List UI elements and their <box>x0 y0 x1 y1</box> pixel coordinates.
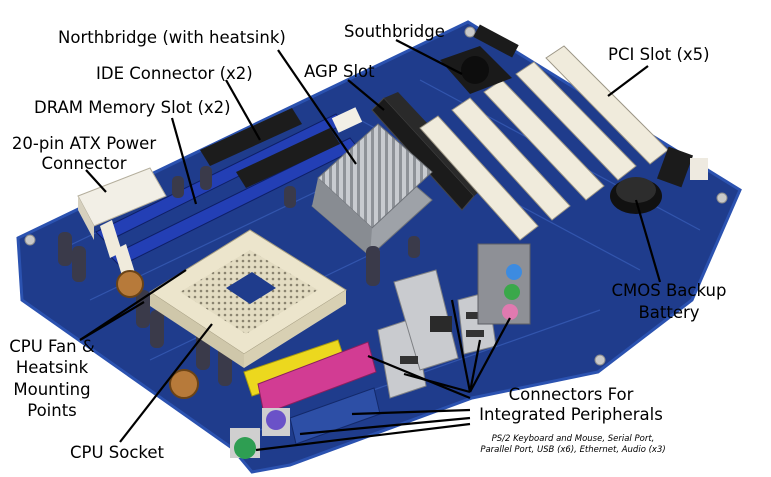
label-pci-slot: PCI Slot (x5) <box>608 45 710 64</box>
label-northbridge: Northbridge (with heatsink) <box>58 28 286 47</box>
leader-dram <box>170 117 198 205</box>
parallel-port <box>257 341 377 415</box>
leader-cpu-socket <box>119 323 213 443</box>
dram-slots <box>95 113 359 282</box>
leader-conn-7 <box>299 416 471 436</box>
leader-atx <box>85 169 107 193</box>
leader-southbridge <box>395 39 463 75</box>
leader-cpu-fan-2 <box>79 301 145 341</box>
leader-lines <box>79 39 662 452</box>
leader-conn-3 <box>469 317 511 393</box>
ps2-ports <box>230 408 290 459</box>
side-connector <box>656 146 694 188</box>
label-agp-slot: AGP Slot <box>304 62 375 81</box>
label-cpu-fan-line2: Heatsink <box>15 358 89 378</box>
label-connectors-line1: Connectors For <box>508 385 634 404</box>
label-cmos-line2: Battery <box>638 302 700 322</box>
leader-conn-1 <box>450 299 472 393</box>
label-dram-slot: DRAM Memory Slot (x2) <box>34 98 231 117</box>
label-peripherals-note-line2: Parallel Port, USB (x6), Ethernet, Audio… <box>480 445 666 456</box>
cpu-socket-body <box>149 229 347 368</box>
label-cpu-fan-line4: Points <box>27 401 77 421</box>
label-southbridge: Southbridge <box>344 22 445 41</box>
white-jumper <box>690 158 708 180</box>
label-cmos-battery: CMOS Backup Battery <box>606 280 732 324</box>
leader-conn-4 <box>403 372 471 394</box>
fan-header <box>331 107 363 133</box>
leader-conn-8 <box>255 422 471 452</box>
leader-conn-6 <box>351 408 471 416</box>
label-atx-line2: Connector <box>41 153 127 173</box>
label-peripherals-note-line1: PS/2 Keyboard and Mouse, Serial Port, <box>491 434 655 444</box>
label-cpu-fan-line3: Mounting <box>13 379 91 399</box>
label-connectors: Connectors For Integrated Peripherals <box>456 385 686 425</box>
leader-agp <box>347 79 385 111</box>
leader-cmos <box>634 199 662 283</box>
northbridge-heatsink <box>311 123 433 257</box>
leader-northbridge <box>277 49 357 165</box>
pci-slots <box>419 45 669 241</box>
label-cmos-line1: CMOS Backup <box>611 281 727 300</box>
label-cpu-fan-line1: CPU Fan & <box>9 337 95 356</box>
leader-conn-5 <box>367 354 471 400</box>
label-peripherals-note: PS/2 Keyboard and Mouse, Serial Port, Pa… <box>462 434 684 456</box>
label-cpu-fan: CPU Fan & Heatsink Mounting Points <box>0 336 104 422</box>
audio-jacks <box>477 243 531 325</box>
usb-ethernet-stack <box>377 269 497 399</box>
ide-connectors <box>200 108 340 188</box>
label-connectors-line2: Integrated Peripherals <box>479 404 663 424</box>
label-ide-connector: IDE Connector (x2) <box>96 64 253 83</box>
top-header <box>473 24 519 58</box>
label-atx-line1: 20-pin ATX Power <box>11 134 157 153</box>
label-cpu-socket: CPU Socket <box>70 443 165 462</box>
label-atx-power: 20-pin ATX Power Connector <box>4 134 164 174</box>
southbridge-chip <box>440 46 512 94</box>
leader-ide <box>225 79 261 141</box>
atx-power-connector <box>77 167 167 240</box>
inductor-coils <box>116 270 199 399</box>
leader-pci <box>607 65 649 97</box>
cmos-battery <box>610 177 662 214</box>
leader-conn-2 <box>468 339 482 393</box>
